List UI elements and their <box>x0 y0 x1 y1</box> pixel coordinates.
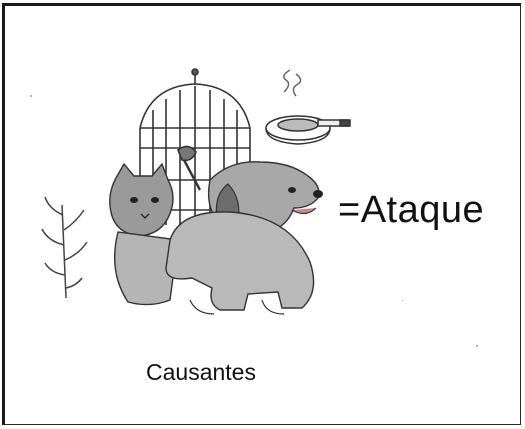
slide-frame <box>2 3 521 425</box>
smoking-ashtray-icon <box>265 69 351 145</box>
equation-text: =Ataque <box>338 189 485 231</box>
scan-speck <box>402 300 403 301</box>
cat-icon <box>109 162 179 306</box>
dog-icon <box>165 161 323 315</box>
scan-speck <box>476 345 478 347</box>
scan-speck <box>30 95 32 97</box>
caption-label: Causantes <box>146 359 256 385</box>
plant-sprig-icon <box>41 196 88 299</box>
